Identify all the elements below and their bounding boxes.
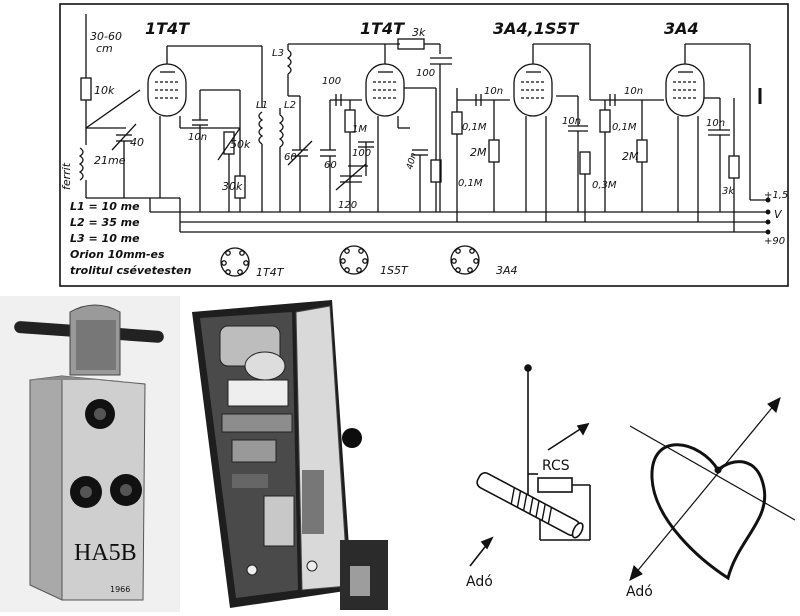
label-60: 60 xyxy=(284,152,297,163)
label-10n-a: 10n xyxy=(188,132,207,143)
label-0-3m: 0,3M xyxy=(592,180,617,191)
case-marking: HA5B xyxy=(74,540,137,566)
ado-label-1: Adó xyxy=(466,574,493,590)
label-l3: L3 xyxy=(272,48,284,59)
resistor-3k-out xyxy=(728,155,740,179)
label-10n-d: 10n xyxy=(624,86,643,97)
spec-l1: L1 = 10 me xyxy=(70,200,140,213)
photo-assembled: HA5B 1966 xyxy=(0,296,180,612)
label-60-b: 60 xyxy=(324,160,337,171)
tube-label-4: 3A4 xyxy=(664,19,699,38)
ferrite-antenna-diagram xyxy=(469,364,591,567)
tube-label-2: 1T4T xyxy=(360,19,405,38)
label-10n-b: 10n xyxy=(484,86,503,97)
inductor-l1 xyxy=(258,111,264,145)
socket-3a4 xyxy=(450,245,480,275)
socket-label-3a4: 3A4 xyxy=(496,264,518,277)
label-100-top: 100 xyxy=(416,68,435,79)
schematic-labels: 1T4T 1T4T 3A4,1S5T 3A4 30-60 cm ferrit 1… xyxy=(60,19,788,279)
spec-l2: L2 = 35 me xyxy=(70,216,140,229)
spec-coil-note-1: Orion 10mm-es xyxy=(70,248,165,261)
label-2m-b: 2M xyxy=(622,150,639,163)
socket-label-1t4t: 1T4T xyxy=(256,266,285,279)
label-120: 120 xyxy=(338,200,357,211)
label-40n: 40n xyxy=(405,151,419,170)
inductor-21me xyxy=(78,147,84,181)
label-l1: L1 xyxy=(256,100,268,111)
tube-4 xyxy=(665,63,705,117)
resistor-0-3m xyxy=(579,151,591,175)
supply-1-5v: +1,5 xyxy=(764,190,788,201)
socket-1s5t xyxy=(339,245,369,275)
label-100-a: 100 xyxy=(322,76,341,87)
label-2m-a: 2M xyxy=(470,146,487,159)
label-30k: 30k xyxy=(222,180,243,193)
inductor-l3 xyxy=(286,49,292,75)
cardioid-labels: Adó xyxy=(626,584,653,600)
schematic xyxy=(59,3,789,287)
rcs-label: RCS xyxy=(542,458,570,474)
label-10n-e: 10n xyxy=(706,118,725,129)
resistor-2m-a xyxy=(488,139,500,163)
label-10k: 10k xyxy=(94,84,115,97)
schematic-frame xyxy=(59,3,789,287)
socket-1t4t xyxy=(220,247,250,277)
tube-label-3: 3A4,1S5T xyxy=(493,19,580,38)
inductor-l2 xyxy=(278,114,284,148)
resistor-rcs xyxy=(537,477,573,493)
label-0-1m-a: 0,1M xyxy=(462,122,487,133)
resistor-0-1m-c xyxy=(599,109,611,133)
label-3k-out: 3k xyxy=(722,186,735,197)
direction-arrow xyxy=(629,397,781,581)
tube-1 xyxy=(147,63,187,117)
battery xyxy=(263,495,295,547)
label-0-1m-b: 0,1M xyxy=(458,178,483,189)
tube-2 xyxy=(365,63,405,117)
cardioid-diagram xyxy=(629,397,796,581)
case-small-text: 1966 xyxy=(110,585,130,594)
supply-v: V xyxy=(774,208,783,221)
spec-l3: L3 = 10 me xyxy=(70,232,140,245)
label-0-1m-c: 0,1M xyxy=(612,122,637,133)
ferrit-label: ferrit xyxy=(60,162,73,190)
resistor-3k-top xyxy=(397,38,425,50)
spec-coil-note-2: trolitul csévetesten xyxy=(70,264,192,277)
resistor-10k xyxy=(80,77,92,101)
knob-side xyxy=(342,428,362,448)
resistor-0-1m-top xyxy=(451,111,463,135)
cardioid-pattern xyxy=(650,443,767,581)
label-100-b: 100 xyxy=(352,148,371,159)
tube-3 xyxy=(513,63,553,117)
antenna-length-unit: cm xyxy=(96,42,113,55)
label-1m: 1M xyxy=(352,124,367,135)
label-50k: 50k xyxy=(230,138,251,151)
ferrite-rod xyxy=(476,472,584,539)
label-10n-c: 10n xyxy=(562,116,581,127)
tube-label-1: 1T4T xyxy=(145,19,190,38)
label-21me: 21me xyxy=(94,154,126,167)
supply-90v: +90 xyxy=(764,236,785,247)
label-l2: L2 xyxy=(284,100,296,111)
antenna-length: 30-60 xyxy=(90,30,122,43)
photo-open-chassis xyxy=(180,296,390,612)
label-40: 40 xyxy=(130,136,144,149)
ferrite-antenna-labels: RCS Adó xyxy=(466,458,570,590)
ado-label-2: Adó xyxy=(626,584,653,600)
label-3k-top: 3k xyxy=(412,26,426,39)
resistor-2m-b xyxy=(636,139,648,163)
socket-label-1s5t: 1S5T xyxy=(380,264,409,277)
